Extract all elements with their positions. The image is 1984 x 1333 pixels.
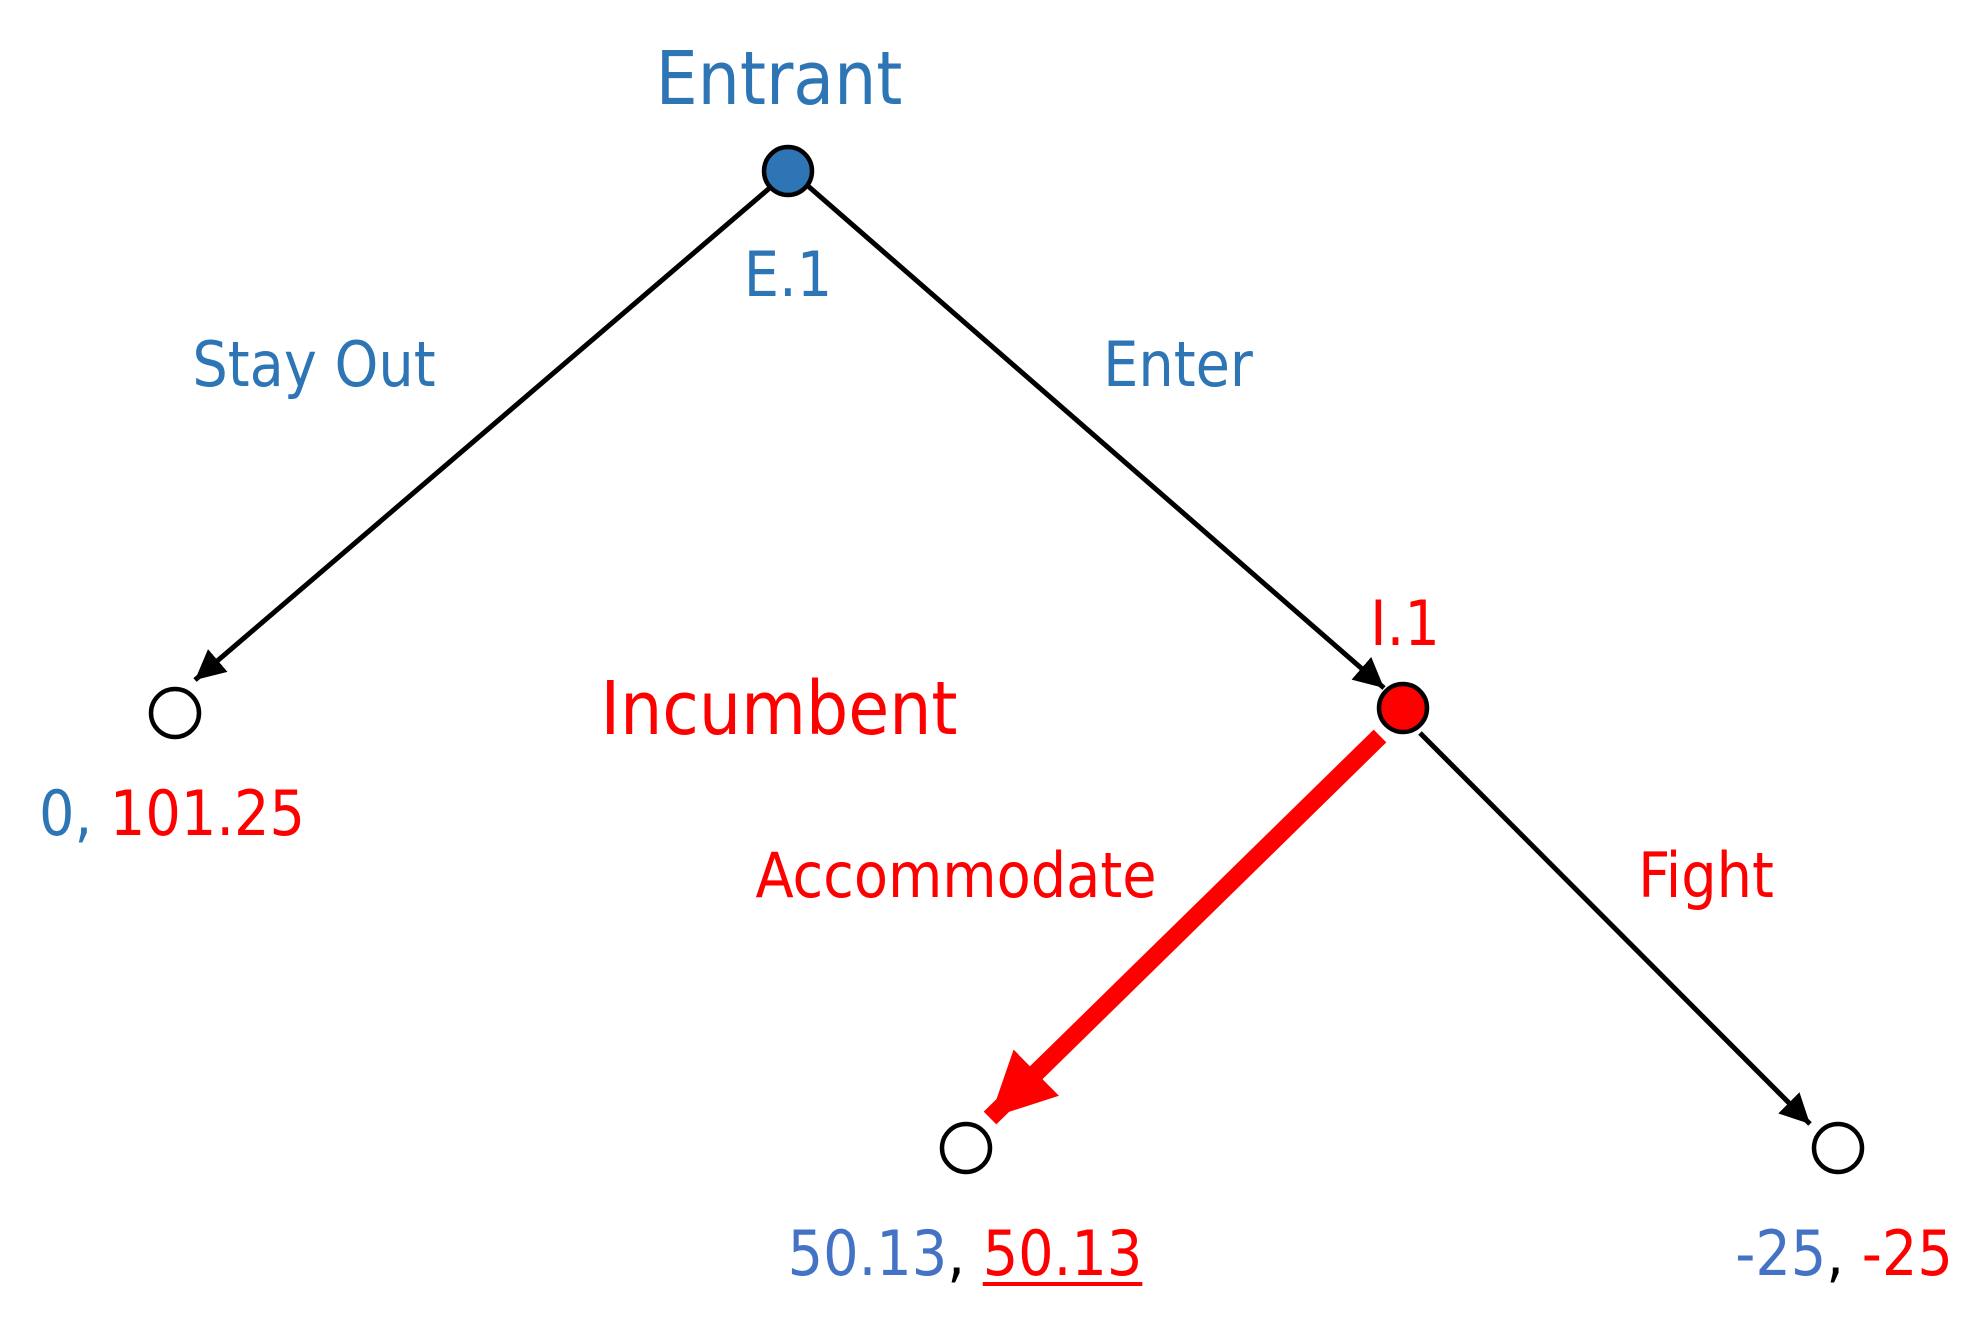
- payoff-stay-out-incumbent: 101.25: [110, 777, 305, 850]
- entrant-decision-node: [761, 144, 815, 198]
- payoff-stay-out: 0, 101.25: [39, 777, 305, 850]
- terminal-node-fight: [1811, 1121, 1865, 1175]
- payoff-fight: -25, -25: [1735, 1217, 1953, 1290]
- payoff-fight-separator: ,: [1826, 1217, 1861, 1290]
- payoff-accommodate-entrant: 50.13: [788, 1217, 948, 1290]
- action-fight-label: Fight: [1638, 839, 1774, 912]
- stay-out-edge: [193, 184, 774, 682]
- payoff-accommodate-separator: ,: [947, 1217, 982, 1290]
- incumbent-player-label: Incumbent: [600, 666, 957, 752]
- payoff-accommodate: 50.13, 50.13: [788, 1217, 1143, 1290]
- enter-edge: [806, 184, 1386, 690]
- payoff-fight-incumbent: -25: [1862, 1217, 1953, 1290]
- entrant-info-set-label: E.1: [744, 238, 832, 311]
- incumbent-decision-node: [1376, 681, 1430, 735]
- terminal-node-accommodate: [939, 1121, 993, 1175]
- entrant-player-label: Entrant: [656, 36, 903, 122]
- payoff-stay-out-separator: ,: [74, 777, 109, 850]
- incumbent-info-set-label: I.1: [1370, 587, 1440, 660]
- payoff-accommodate-incumbent: 50.13: [983, 1217, 1143, 1290]
- terminal-node-stay-out: [148, 686, 202, 740]
- action-enter-label: Enter: [1103, 328, 1253, 401]
- action-accommodate-label: Accommodate: [755, 839, 1156, 912]
- fight-edge: [1418, 731, 1812, 1126]
- payoff-stay-out-entrant: 0: [39, 777, 74, 850]
- action-stay-out-label: Stay Out: [192, 328, 435, 401]
- accommodate-edge: [983, 729, 1387, 1125]
- payoff-fight-entrant: -25: [1735, 1217, 1826, 1290]
